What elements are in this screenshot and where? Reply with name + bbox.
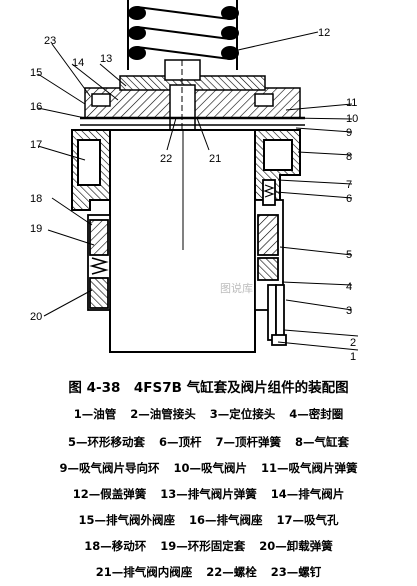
legend-row: 18—移动环 19—环形固定套 20—卸载弹簧	[0, 538, 417, 554]
legend-item: 15—排气阀外阀座	[78, 513, 175, 527]
legend-item: 7—顶杆弹簧	[215, 435, 282, 449]
legend-item: 20—卸载弹簧	[259, 539, 333, 553]
unloading-mechanism-left	[87, 214, 111, 311]
legend-item: 13—排气阀片弹簧	[160, 487, 257, 501]
legend-item: 4—密封圈	[289, 407, 344, 421]
callout-7: 7	[346, 179, 352, 191]
callout-21: 21	[209, 153, 221, 165]
legend-item: 16—排气阀座	[188, 513, 263, 527]
legend-item: 11—吸气阀片弹簧	[261, 461, 358, 475]
discharge-valve-assembly	[80, 59, 305, 131]
legend-item: 6—顶杆	[158, 435, 202, 449]
legend-item: 2—油管接头	[130, 407, 196, 421]
callout-9: 9	[346, 127, 352, 139]
legend-row: 12—假盖弹簧 13—排气阀片弹簧 14—排气阀片	[0, 486, 417, 502]
callout-22: 22	[160, 153, 172, 165]
legend-item: 10—吸气阀片	[173, 461, 247, 475]
legend-row: 1—油管 2—油管接头 3—定位接头 4—密封圈	[0, 406, 417, 422]
legend-row: 9—吸气阀片导向环 10—吸气阀片 11—吸气阀片弹簧	[0, 460, 417, 476]
figure-caption: 图 4-38 4FS7B 气缸套及阀片组件的装配图 1—油管 2—油管接头 3—…	[0, 372, 417, 586]
callout-10: 10	[346, 113, 358, 125]
legend-row: 5—环形移动套 6—顶杆 7—顶杆弹簧 8—气缸套	[0, 434, 417, 450]
callout-20: 20	[30, 311, 42, 323]
legend-item: 22—螺栓	[206, 565, 257, 579]
legend-row: 15—排气阀外阀座 16—排气阀座 17—吸气孔	[0, 512, 417, 528]
callout-8: 8	[346, 151, 352, 163]
callout-14: 14	[72, 57, 84, 69]
legend-item: 21—排气阀内阀座	[95, 565, 193, 579]
watermark-text: 图说库	[220, 281, 253, 295]
callout-16: 16	[30, 101, 42, 113]
dummy-cover-spring	[127, 0, 239, 70]
legend-item: 9—吸气阀片导向环	[59, 461, 160, 475]
callout-18: 18	[30, 193, 42, 205]
callout-2: 2	[350, 337, 356, 349]
assembly-drawing: 图说库 1 2 3 4 5 6 7 8 9 10 11 12 13 14 15	[30, 0, 359, 363]
callout-15: 15	[30, 67, 42, 79]
legend-item: 18—移动环	[84, 539, 147, 553]
callout-1: 1	[350, 351, 356, 363]
leader-lines	[37, 31, 359, 351]
callout-3: 3	[346, 305, 352, 317]
legend-item: 19—环形固定套	[160, 539, 246, 553]
figure-title: 图 4-38 4FS7B 气缸套及阀片组件的装配图	[68, 380, 349, 396]
legend-item: 5—环形移动套	[67, 435, 145, 449]
callout-5: 5	[346, 249, 352, 261]
callout-4: 4	[346, 281, 352, 293]
callout-6: 6	[346, 193, 352, 205]
callout-17: 17	[30, 139, 42, 151]
callout-23: 23	[44, 35, 56, 47]
callout-13: 13	[100, 53, 112, 65]
legend-item: 23—螺钉	[270, 565, 322, 579]
legend-item: 8—气缸套	[295, 435, 350, 449]
legend-row: 21—排气阀内阀座 22—螺栓 23—螺钉	[0, 564, 417, 580]
legend-item: 12—假盖弹簧	[72, 487, 147, 501]
callout-11: 11	[346, 97, 357, 109]
legend-item: 17—吸气孔	[276, 513, 339, 527]
callout-19: 19	[30, 223, 42, 235]
legend-item: 3—定位接头	[209, 407, 276, 421]
unloading-mechanism-right	[254, 179, 287, 346]
callout-12: 12	[318, 27, 330, 39]
legend-item: 1—油管	[73, 407, 117, 421]
legend-item: 14—排气阀片	[270, 487, 345, 501]
